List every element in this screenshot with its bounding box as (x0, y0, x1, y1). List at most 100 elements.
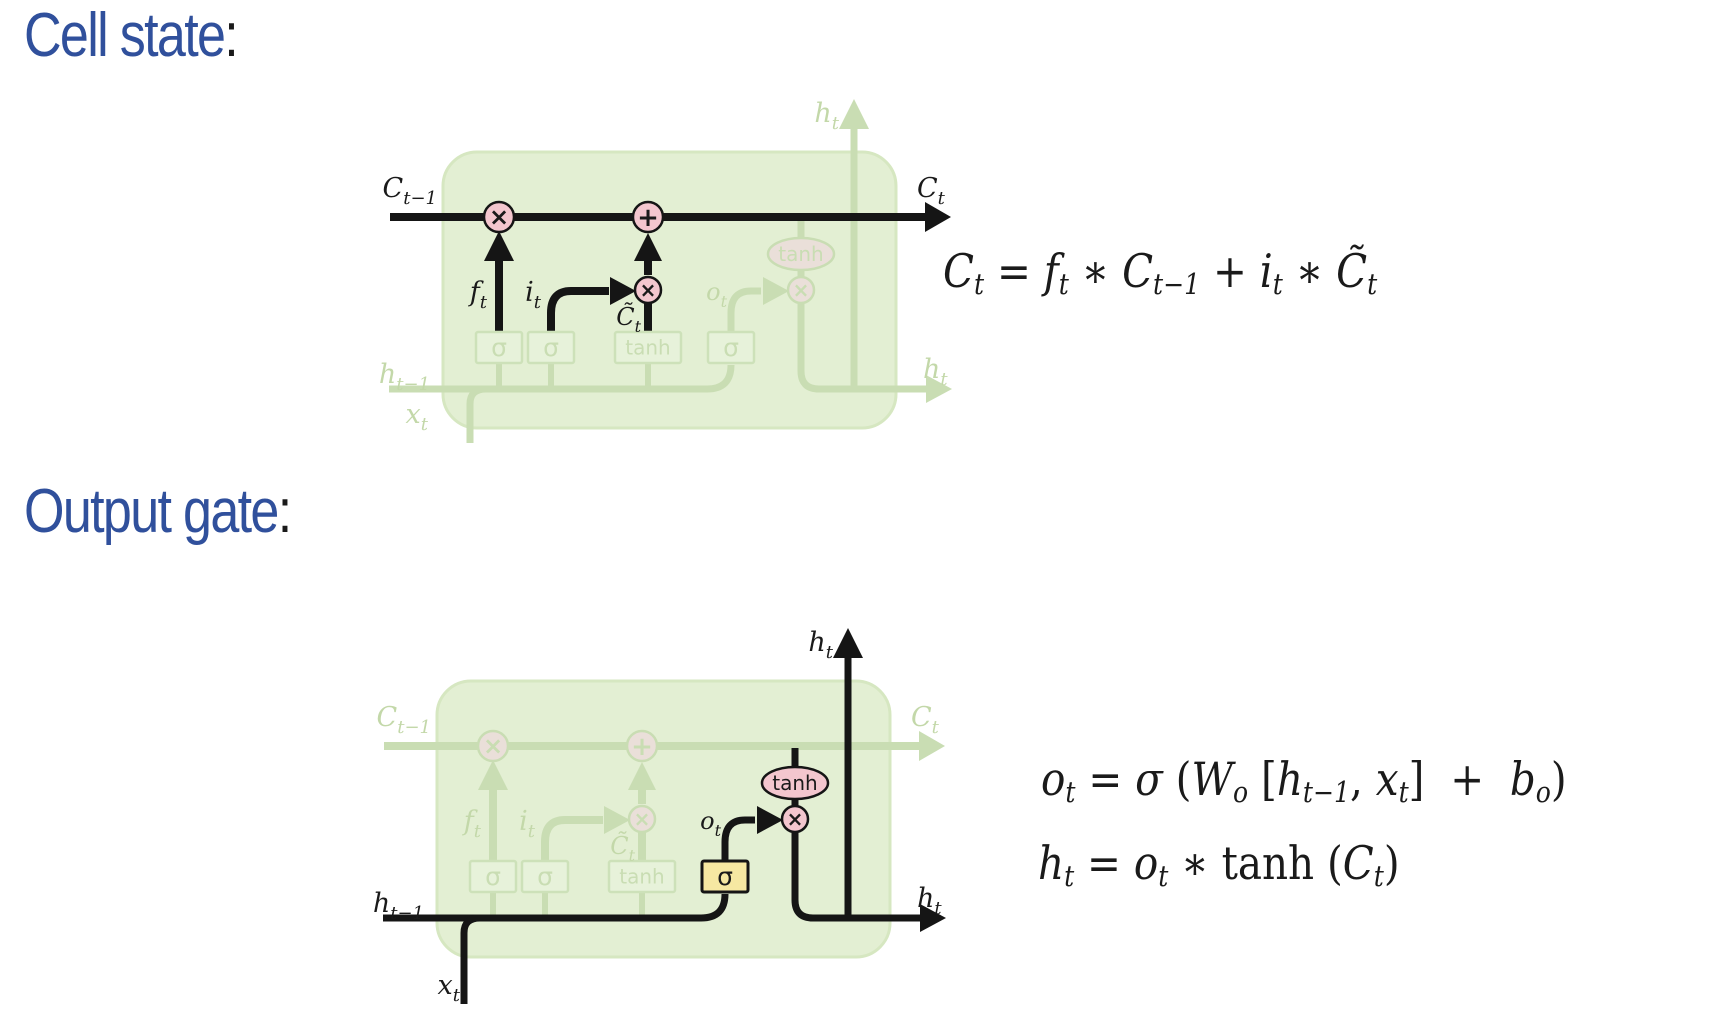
svg-text:σ: σ (717, 862, 733, 891)
equation-token: it (1259, 244, 1283, 302)
plus-op: + (631, 200, 665, 234)
equation-token: + (1200, 244, 1260, 298)
c-next-label: Ct (911, 702, 940, 738)
h-prev-line (383, 893, 729, 922)
out-line-a (791, 748, 814, 922)
svg-text:ht−1: ht−1 (373, 888, 424, 924)
equation-token: ht−1 (1276, 752, 1350, 810)
svg-text:×: × (787, 807, 804, 831)
equation-token: bo (1509, 752, 1551, 810)
forget-arrow (484, 231, 514, 331)
equation-subscript: o (1233, 776, 1249, 810)
equation-output-gate-line1: ot = σ (Wo [ht−1, xt] + bo) (1041, 752, 1567, 809)
gate-box-2: σ (526, 330, 576, 365)
equation-token: ( (1162, 752, 1192, 806)
gate-box-1: σ (468, 859, 518, 894)
equation-subscript: t (1158, 860, 1169, 894)
svg-text:xt: xt (438, 970, 461, 1006)
svg-text:tanh: tanh (625, 335, 670, 359)
gate-box-3: tanh (613, 330, 683, 365)
equation-subscript: t (1064, 860, 1075, 894)
svg-text:σ: σ (543, 333, 559, 362)
equation-subscript: t (1058, 268, 1069, 302)
equation-subscript: t−1 (1153, 268, 1201, 302)
equation-subscript: t (1367, 268, 1378, 302)
equation-subscript: t−1 (1302, 776, 1350, 810)
h-right-label: ht (923, 354, 948, 390)
equation-subscript: t (1272, 268, 1283, 302)
equation-token: xt (1375, 752, 1409, 810)
equation-token: ∗ (1068, 244, 1123, 298)
svg-text:×: × (634, 807, 651, 831)
plus-op: + (625, 729, 659, 763)
forget-arrow (478, 760, 508, 860)
heading-output-gate-colon: : (277, 477, 293, 546)
equation-token: ( (1314, 836, 1343, 890)
equation-token: ) (1383, 836, 1400, 890)
equation-output-gate-line2: ht = ot ∗ tanh (Ct) (1038, 836, 1400, 893)
c-next-label: Ct (917, 173, 946, 209)
equation-token: ] + (1408, 752, 1510, 806)
svg-text:σ: σ (491, 333, 507, 362)
h-top-label: ht (814, 98, 839, 134)
equation-subscript: t (1065, 776, 1076, 810)
mult2-op: × (627, 804, 657, 834)
equation-token: ot (1041, 752, 1076, 810)
mult3-op: × (786, 275, 816, 305)
gate-box-4: σ (706, 330, 756, 365)
svg-text:×: × (640, 278, 657, 302)
heading-cell-state-text: Cell state (24, 1, 226, 70)
h-right-label: ht (917, 883, 942, 919)
h-right-arrow (819, 375, 952, 403)
h-top-label: ht (808, 627, 833, 663)
input-arrow (541, 806, 630, 860)
equation-token: Ct−1 (1122, 244, 1201, 302)
svg-text:×: × (793, 278, 810, 302)
svg-text:×: × (483, 732, 503, 760)
equation-token: , (1349, 752, 1376, 806)
equation-cell-state: Ct = ft ∗ Ct−1 + it ∗ C̃t (943, 244, 1377, 301)
gate-box-2: σ (520, 859, 570, 894)
gate-box-4: σ (700, 859, 750, 894)
equation-token: ∗ (1282, 244, 1337, 298)
mult3-op: × (780, 804, 810, 834)
svg-text:Ct: Ct (911, 702, 940, 738)
gate-box-3: tanh (607, 859, 677, 894)
equation-token: Wo (1191, 752, 1249, 810)
svg-text:Ct−1: Ct−1 (377, 702, 431, 738)
equation-subscript: t (1373, 860, 1384, 894)
tanh-ellipse: tanh (760, 765, 830, 801)
equation-token: ft (1043, 244, 1069, 302)
equation-token: ot (1133, 836, 1169, 894)
heading-output-gate-text: Output gate (24, 477, 279, 546)
svg-text:σ: σ (485, 862, 501, 891)
equation-subscript: t (973, 268, 985, 302)
svg-text:+: + (631, 732, 653, 762)
x-label: xt (438, 970, 461, 1006)
mult2-op: × (633, 275, 663, 305)
svg-text:xt: xt (406, 399, 429, 435)
gate-box-1: σ (474, 330, 524, 365)
mult2-arrow (634, 233, 662, 275)
mult1-op: × (476, 729, 510, 763)
equation-token: [ (1248, 752, 1277, 806)
h-prev-label: ht−1 (373, 888, 424, 924)
equation-token: = (984, 244, 1044, 298)
svg-text:σ: σ (537, 862, 553, 891)
svg-text:Ct−1: Ct−1 (383, 173, 437, 209)
heading-cell-state: Cell state: (24, 0, 239, 71)
equation-token: C̃t (1336, 244, 1378, 302)
svg-text:σ: σ (723, 333, 739, 362)
out-line-b (839, 99, 869, 389)
h-right-arrow (813, 904, 946, 932)
equation-token: ) (1550, 752, 1567, 806)
equation-token: ht (1038, 836, 1075, 894)
equation-token: tanh (1221, 836, 1315, 890)
tanh-ellipse: tanh (766, 236, 836, 272)
svg-text:tanh: tanh (778, 242, 823, 266)
out-line-b (833, 628, 863, 918)
out-line-a (797, 219, 820, 393)
equation-subscript: o (1535, 776, 1551, 810)
